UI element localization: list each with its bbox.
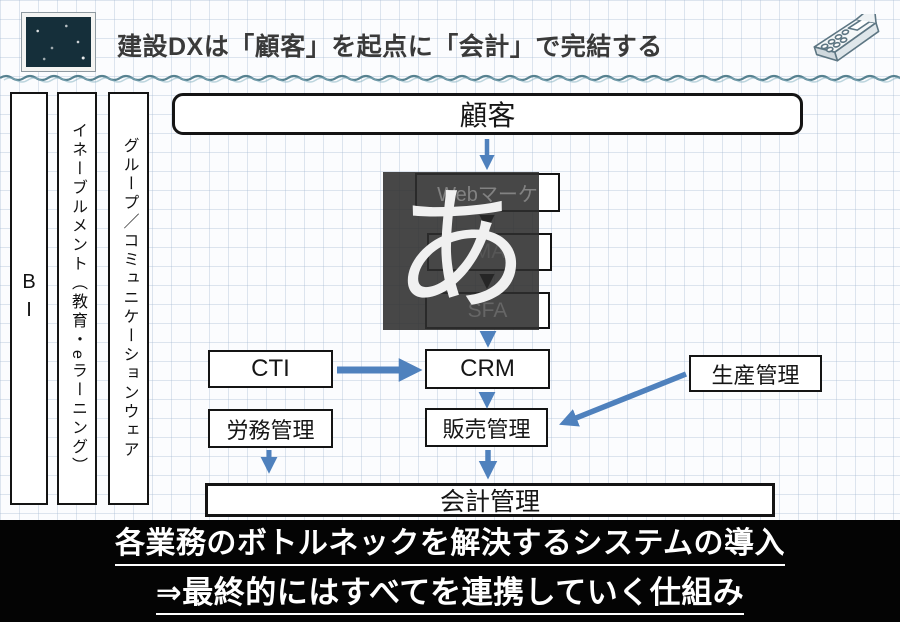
node-crm-label: CRM	[460, 355, 515, 382]
node-production-mgmt-label: 生産管理	[711, 362, 800, 388]
sidebar-item-enablement-label: イネーブルメント（教育・eラーニング）	[69, 121, 86, 476]
node-accounting-mgmt: 会計管理	[205, 483, 775, 517]
arrow-production-to-sales	[559, 371, 688, 427]
node-web-marketing-label: Webマーケ	[437, 184, 538, 206]
node-ma-label: MA	[473, 240, 506, 263]
node-accounting-mgmt-label: 会計管理	[439, 488, 540, 516]
node-labor-mgmt: 労務管理	[208, 409, 333, 448]
sidebar-item-enablement: イネーブルメント（教育・eラーニング）	[57, 92, 97, 505]
sidebar-item-groupware: グループ／コミュニケーションウェア	[108, 92, 149, 505]
node-customer-label: 顧客	[459, 100, 516, 131]
slide-title: 建設DXは「顧客」を起点に「会計」で完結する	[117, 33, 663, 61]
summary-banner: 各業務のボトルネックを解決するシステムの導入 ⇒最終的にはすべてを連携していく仕…	[0, 520, 900, 622]
ime-preview-char: あ	[393, 175, 529, 327]
sidebar-item-bi-label: BI	[18, 270, 40, 327]
node-sales-mgmt: 販売管理	[425, 408, 548, 447]
node-production-mgmt: 生産管理	[689, 355, 822, 392]
node-sfa-label: SFA	[467, 298, 508, 322]
node-sales-mgmt-label: 販売管理	[442, 416, 531, 442]
night-sky-logo	[21, 12, 96, 72]
overlay-dim-arrows	[479, 214, 495, 290]
summary-line-2: ⇒最終的にはすべてを連携していく仕組み	[155, 575, 745, 615]
sidebar-item-bi: BI	[10, 92, 48, 505]
ime-input-overlay: Webマーケ MA SFA あ	[383, 172, 539, 330]
node-labor-mgmt-label: 労務管理	[226, 417, 315, 443]
node-cti-label: CTI	[251, 355, 290, 382]
wavy-divider	[0, 74, 900, 83]
sidebar-item-groupware-label: グループ／コミュニケーションウェア	[120, 137, 138, 460]
node-crm: CRM	[425, 349, 550, 389]
node-cti: CTI	[208, 350, 333, 388]
summary-line-1: 各業務のボトルネックを解決するシステムの導入	[114, 527, 786, 566]
calculator-icon	[813, 14, 880, 62]
node-customer: 顧客	[172, 93, 803, 135]
wave-divider-path-shadow	[3, 77, 900, 83]
